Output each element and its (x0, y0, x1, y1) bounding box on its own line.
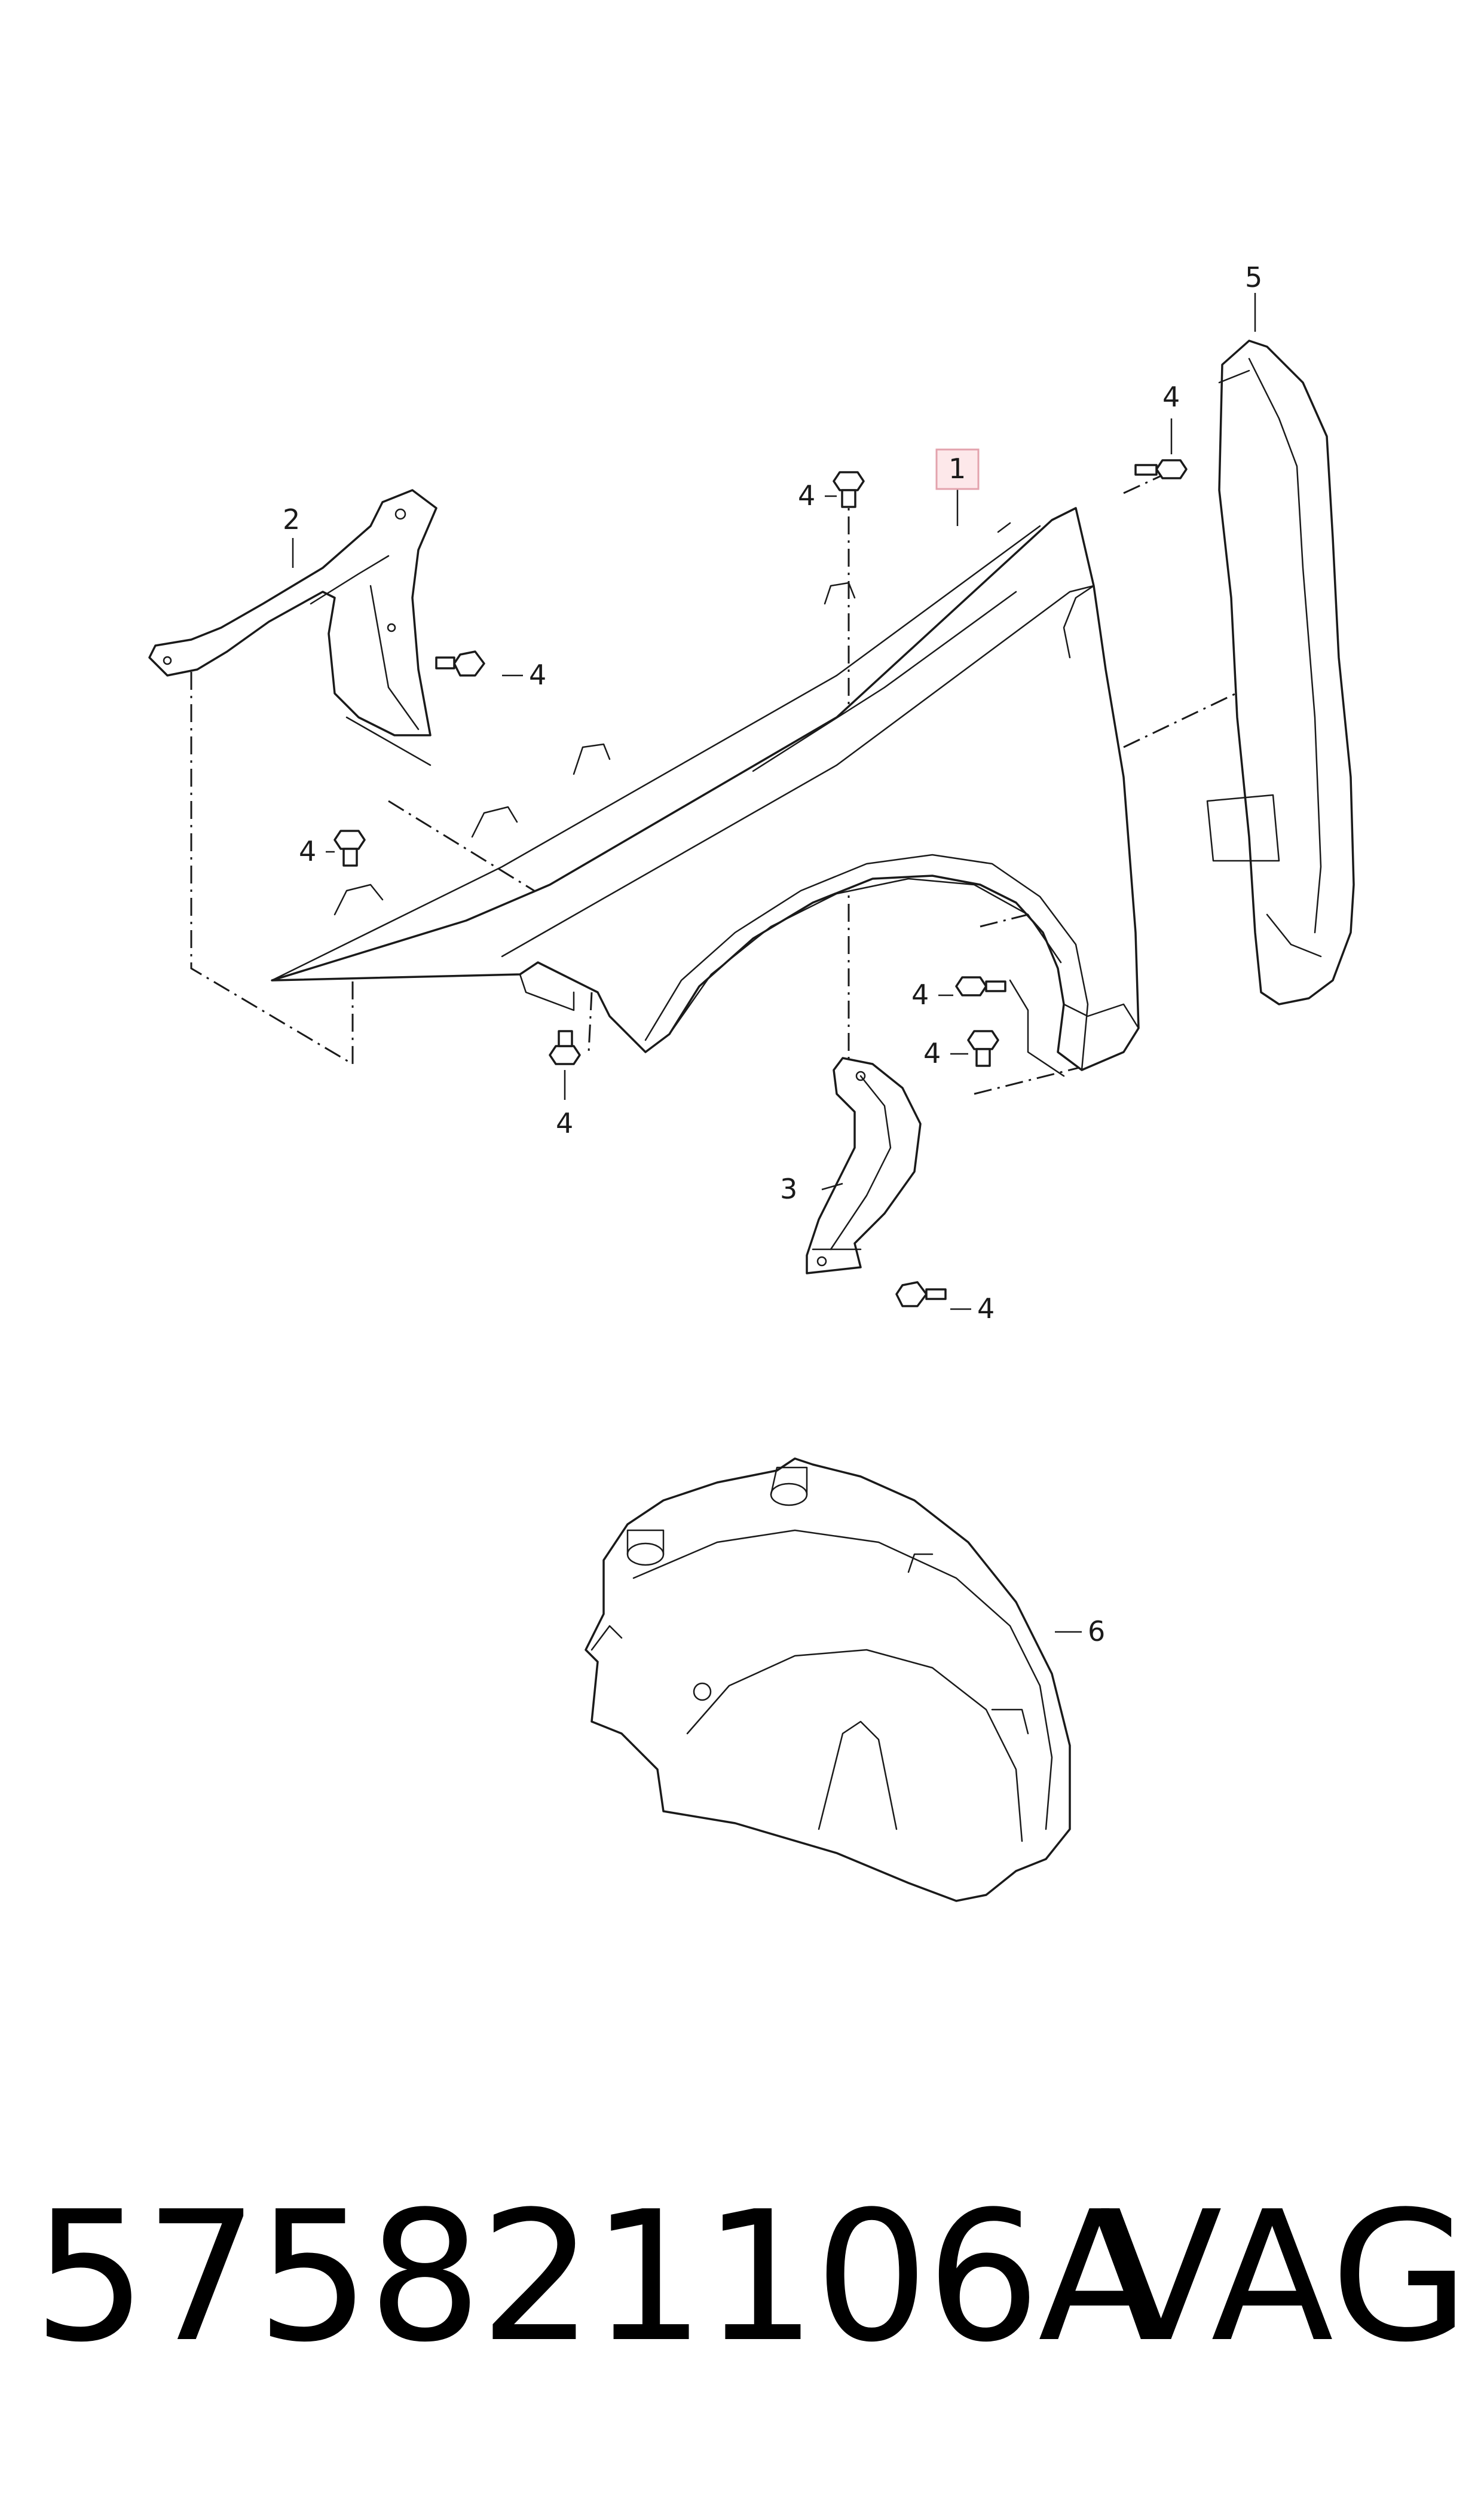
callout-4a: 4 (798, 479, 815, 512)
callout-3: 3 (780, 1173, 797, 1205)
callout-4b: 4 (1162, 381, 1180, 413)
bolt-6 (967, 1030, 999, 1067)
bolt-7 (549, 1030, 581, 1065)
highlight-box (935, 448, 980, 490)
callout-4g: 4 (556, 1107, 573, 1139)
callout-1: 1 (948, 453, 966, 485)
callout-4f: 4 (923, 1037, 941, 1069)
callout-labels: 1 2 3 5 6 4 4 4 4 4 4 4 4 (283, 261, 1262, 1647)
callout-5: 5 (1245, 261, 1262, 294)
exploded-parts-diagram: 1 2 3 5 6 4 4 4 4 4 4 4 4 (148, 261, 1355, 1902)
callout-4e: 4 (911, 979, 929, 1011)
bolt-3 (435, 650, 485, 677)
bolt-8 (895, 1281, 947, 1307)
callout-4d: 4 (299, 835, 316, 867)
bolt-5 (955, 976, 1006, 996)
callout-4c: 4 (529, 659, 546, 691)
fender-panel (271, 507, 1140, 1077)
callout-4h: 4 (977, 1292, 995, 1325)
vertical-trim (1206, 340, 1355, 1005)
wheel-housing-liner (585, 1457, 1071, 1902)
bolt-1 (833, 471, 865, 508)
callout-6: 6 (1088, 1615, 1105, 1647)
lower-bracket (806, 1057, 922, 1274)
callout-leaders (292, 293, 1256, 1633)
front-bracket (148, 489, 437, 766)
bolt-4 (333, 830, 366, 867)
callout-2: 2 (283, 503, 300, 536)
part-number: 575821106A (33, 2173, 1161, 2382)
brand-label: VAG (1100, 2173, 1470, 2382)
bolt-2 (1134, 459, 1188, 479)
